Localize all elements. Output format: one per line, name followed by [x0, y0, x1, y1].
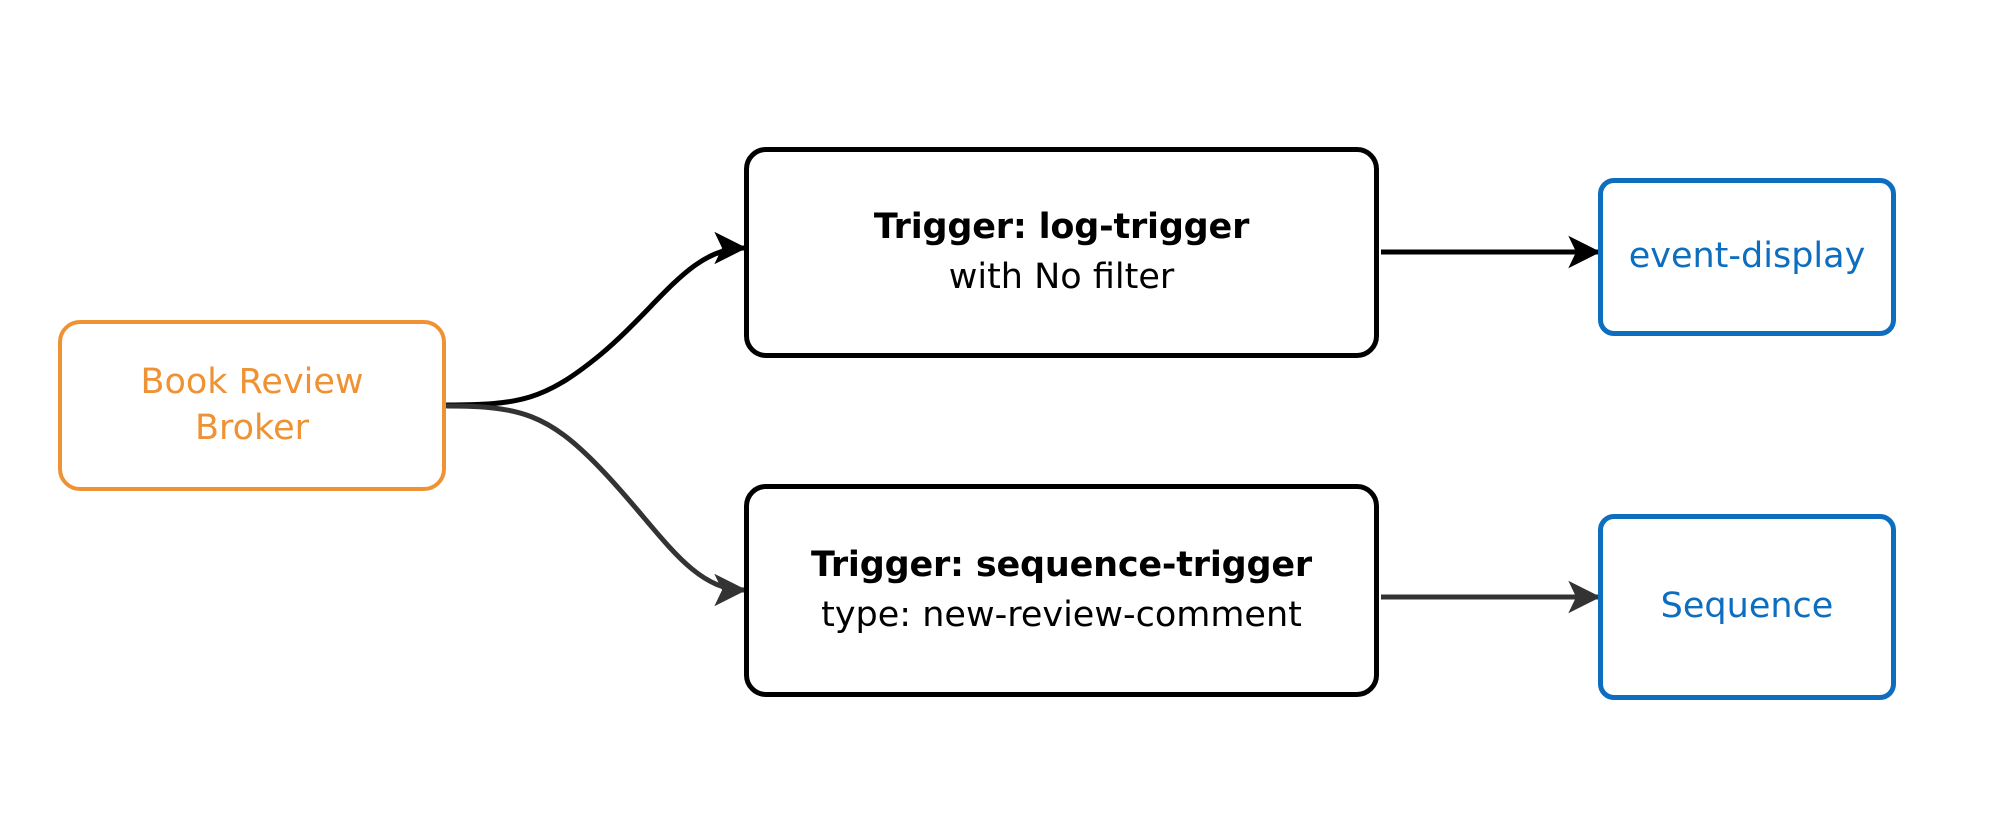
node-trigger-log-subtitle: with No filter	[948, 256, 1175, 297]
node-trigger-sequence-trigger[interactable]: Trigger: sequence-trigger type: new-revi…	[744, 484, 1379, 697]
node-trigger-sequence-title: Trigger: sequence-trigger	[811, 545, 1312, 585]
node-trigger-log-trigger[interactable]: Trigger: log-trigger with No filter	[744, 147, 1379, 358]
node-sequence[interactable]: Sequence	[1598, 514, 1896, 700]
node-book-review-broker[interactable]: Book Review Broker	[58, 320, 446, 491]
node-trigger-sequence-subtitle: type: new-review-comment	[821, 594, 1302, 635]
node-trigger-log-title: Trigger: log-trigger	[873, 207, 1250, 247]
node-broker-line-2: Broker	[195, 407, 309, 448]
node-sequence-label: Sequence	[1660, 586, 1834, 627]
edge-broker-to-sequence-trigger	[444, 403, 747, 607]
edge-broker-to-log-trigger	[444, 231, 747, 408]
node-event-display[interactable]: event-display	[1598, 178, 1896, 336]
node-broker-line-1: Book Review	[140, 362, 364, 402]
node-event-display-label: event-display	[1628, 236, 1866, 277]
